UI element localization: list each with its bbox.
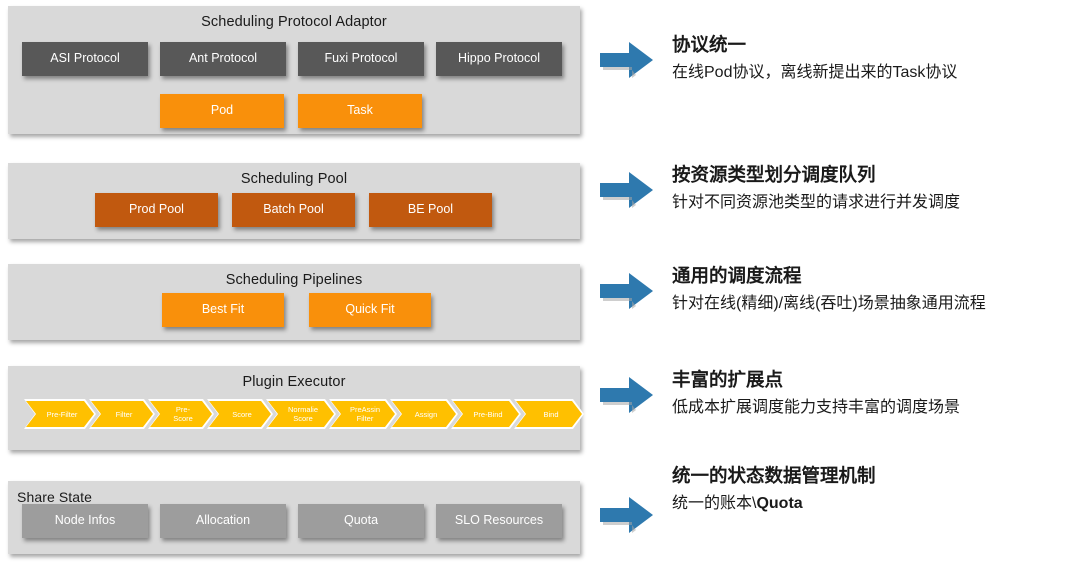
panel-title-plugin-executor: Plugin Executor (242, 374, 346, 390)
annotation-subtext: 针对不同资源池类型的请求进行并发调度 (672, 191, 960, 214)
annotation-state-management: 统一的状态数据管理机制 统一的账本\Quota (598, 464, 876, 536)
box-node-infos[interactable]: Node Infos (22, 504, 148, 538)
box-quota[interactable]: Quota (298, 504, 424, 538)
annotation-text: 统一的状态数据管理机制 统一的账本\Quota (672, 464, 876, 515)
annotation-extension-points: 丰富的扩展点 低成本扩展调度能力支持丰富的调度场景 (598, 368, 960, 419)
chevron-label-pre-bind: Pre-Bind (453, 401, 519, 427)
plugin-pipeline-chevrons: Pre-Filter Filter Pre- Score Score Norma… (24, 399, 577, 429)
annotation-subtext-plain: 针对在线(精细)/离线(吞吐)场景抽象通用流程 (672, 294, 986, 312)
box-best-fit[interactable]: Best Fit (162, 293, 284, 327)
box-slo-resources[interactable]: SLO Resources (436, 504, 562, 538)
chevron-label-score: Score (209, 401, 271, 427)
row-pipelines: Best Fit Quick Fit (162, 293, 431, 327)
right-arrow-icon (600, 377, 653, 413)
annotation-heading: 通用的调度流程 (672, 265, 802, 286)
annotation-text: 丰富的扩展点 低成本扩展调度能力支持丰富的调度场景 (672, 368, 960, 419)
annotation-subtext: 低成本扩展调度能力支持丰富的调度场景 (672, 396, 960, 419)
annotation-text: 协议统一 在线Pod协议，离线新提出来的Task协议 (672, 33, 957, 84)
right-arrow-icon (600, 42, 653, 78)
panel-title-scheduling-pool: Scheduling Pool (240, 171, 348, 187)
chevron-label-pre-filter: Pre-Filter (26, 401, 94, 427)
box-prod-pool[interactable]: Prod Pool (95, 193, 218, 227)
chevron-preassign-filter[interactable]: PreAssin Filter (329, 399, 397, 429)
box-pod[interactable]: Pod (160, 94, 284, 128)
box-hippo-protocol[interactable]: Hippo Protocol (436, 42, 562, 76)
annotation-heading: 协议统一 (672, 34, 747, 55)
box-task[interactable]: Task (298, 94, 422, 128)
chevron-label-bind: Bind (516, 401, 582, 427)
annotation-subtext-plain: 在线Pod协议，离线新提出来的Task协议 (672, 63, 958, 81)
chevron-pre-score[interactable]: Pre- Score (148, 399, 214, 429)
box-asi-protocol[interactable]: ASI Protocol (22, 42, 148, 76)
annotation-subtext: 统一的账本\Quota (672, 492, 876, 515)
panel-title-share-state: Share State (17, 489, 93, 505)
right-arrow-icon (600, 273, 653, 309)
annotation-text: 通用的调度流程 针对在线(精细)/离线(吞吐)场景抽象通用流程 (672, 264, 986, 315)
box-ant-protocol[interactable]: Ant Protocol (160, 42, 286, 76)
annotation-heading: 丰富的扩展点 (672, 369, 784, 390)
annotation-text: 按资源类型划分调度队列 针对不同资源池类型的请求进行并发调度 (672, 163, 960, 214)
annotation-subtext-plain: 统一的账本\ (672, 494, 757, 512)
box-allocation[interactable]: Allocation (160, 504, 286, 538)
annotation-subtext-plain: 低成本扩展调度能力支持丰富的调度场景 (672, 398, 961, 416)
annotation-subtext-plain: 针对不同资源池类型的请求进行并发调度 (672, 193, 961, 211)
right-arrow-icon (600, 172, 653, 208)
row-protocols: ASI Protocol Ant Protocol Fuxi Protocol … (22, 42, 562, 76)
chevron-normalize-score[interactable]: Normalie Score (266, 399, 336, 429)
box-be-pool[interactable]: BE Pool (369, 193, 492, 227)
panel-scheduling-pipelines: Scheduling Pipelines (8, 264, 580, 340)
panel-title-scheduling-protocol-adaptor: Scheduling Protocol Adaptor (201, 14, 387, 30)
annotation-subtext-bold: Quota (756, 494, 803, 512)
annotation-general-pipeline: 通用的调度流程 针对在线(精细)/离线(吞吐)场景抽象通用流程 (598, 264, 986, 315)
row-pools: Prod Pool Batch Pool BE Pool (95, 193, 492, 227)
annotation-protocol-unify: 协议统一 在线Pod协议，离线新提出来的Task协议 (598, 33, 957, 84)
annotation-resource-queue: 按资源类型划分调度队列 针对不同资源池类型的请求进行并发调度 (598, 163, 960, 214)
chevron-score[interactable]: Score (207, 399, 273, 429)
annotation-subtext: 针对在线(精细)/离线(吞吐)场景抽象通用流程 (672, 292, 986, 315)
chevron-pre-bind[interactable]: Pre-Bind (451, 399, 521, 429)
chevron-filter[interactable]: Filter (89, 399, 155, 429)
row-share-state-stores: Node Infos Allocation Quota SLO Resource… (22, 504, 562, 538)
chevron-assign[interactable]: Assign (390, 399, 458, 429)
chevron-label-preassign-filter: PreAssin Filter (331, 401, 395, 427)
row-workload-types: Pod Task (160, 94, 422, 128)
chevron-pre-filter[interactable]: Pre-Filter (24, 399, 96, 429)
annotation-subtext: 在线Pod协议，离线新提出来的Task协议 (672, 61, 957, 84)
box-batch-pool[interactable]: Batch Pool (232, 193, 355, 227)
chevron-label-normalize-score: Normalie Score (268, 401, 334, 427)
chevron-label-pre-score: Pre- Score (150, 401, 212, 427)
chevron-label-assign: Assign (392, 401, 456, 427)
panel-title-scheduling-pipelines: Scheduling Pipelines (225, 272, 363, 288)
chevron-bind[interactable]: Bind (514, 399, 584, 429)
annotation-heading: 统一的状态数据管理机制 (672, 465, 876, 486)
box-quick-fit[interactable]: Quick Fit (309, 293, 431, 327)
right-arrow-icon (600, 497, 653, 533)
box-fuxi-protocol[interactable]: Fuxi Protocol (298, 42, 424, 76)
chevron-label-filter: Filter (91, 401, 153, 427)
annotation-heading: 按资源类型划分调度队列 (672, 164, 876, 185)
